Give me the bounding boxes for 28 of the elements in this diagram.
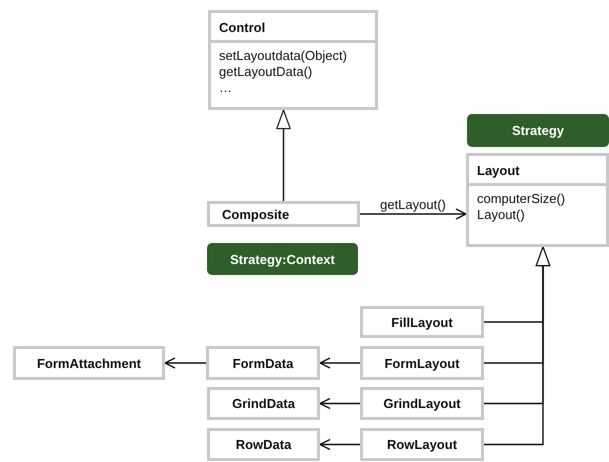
stereotype-label: Strategy <box>467 114 609 147</box>
inheritance-arrow <box>484 246 550 446</box>
method-name: Layout() <box>477 207 525 223</box>
class-box: GrindLayout <box>360 387 484 420</box>
method-name: … <box>219 80 232 96</box>
class-name: Layout <box>469 156 606 186</box>
association-arrow <box>319 357 360 369</box>
inheritance-arrow <box>276 109 291 201</box>
association-arrow <box>319 438 360 450</box>
class-box: RowData <box>207 428 320 461</box>
method-name: setLayoutdata(Object) <box>219 48 347 64</box>
class-box: FormAttachment <box>13 346 165 380</box>
association-arrow <box>164 357 206 369</box>
class-box: RowLayout <box>360 428 484 461</box>
class-name: Control <box>211 13 375 43</box>
class-box: FormData <box>206 346 320 380</box>
class-box: FormLayout <box>360 346 484 380</box>
method-name: computerSize() <box>477 191 566 207</box>
stereotype-label: Strategy:Context <box>207 243 358 275</box>
class-box: GrindData <box>207 387 320 420</box>
class-box <box>208 10 378 110</box>
edge-label: getLayout() <box>379 197 447 212</box>
class-box: FillLayout <box>360 306 484 338</box>
class-box: Composite <box>207 201 360 227</box>
association-arrow <box>360 208 467 220</box>
method-name: getLayoutData() <box>219 64 312 80</box>
association-arrow <box>319 398 360 410</box>
class-box <box>466 153 609 247</box>
